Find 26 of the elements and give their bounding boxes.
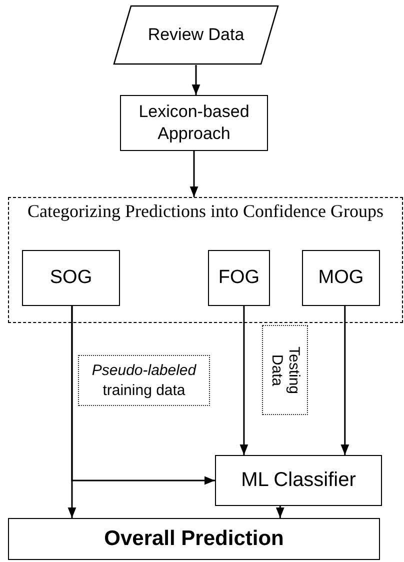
node-label: Lexicon-based Approach (138, 100, 250, 145)
process-box (120, 95, 268, 151)
process-box (208, 250, 270, 306)
node-label: Pseudo-labeled training data (90, 361, 198, 400)
process-box (215, 455, 382, 506)
note-box (262, 325, 308, 415)
output-box (8, 518, 380, 560)
node-label: FOG (218, 267, 260, 289)
node-label: Overall Prediction (104, 527, 284, 551)
node-label: ML Classifier (241, 469, 356, 492)
process-box (22, 250, 120, 306)
note-box (78, 355, 210, 406)
input-parallelogram (113, 5, 279, 65)
group-box (8, 197, 403, 323)
arrow (276, 506, 284, 518)
arrow (190, 151, 198, 197)
arrow (71, 306, 215, 485)
arrow (340, 306, 350, 455)
node-label: Testing Data (268, 345, 302, 396)
node-label: SOG (50, 267, 92, 289)
process-box (302, 250, 380, 306)
node-label: Categorizing Predictions into Confidence Groups (28, 200, 384, 222)
arrow (240, 306, 248, 455)
node-label: MOG (318, 267, 364, 289)
arrow (192, 65, 200, 95)
node-label: Review Data (148, 25, 244, 45)
